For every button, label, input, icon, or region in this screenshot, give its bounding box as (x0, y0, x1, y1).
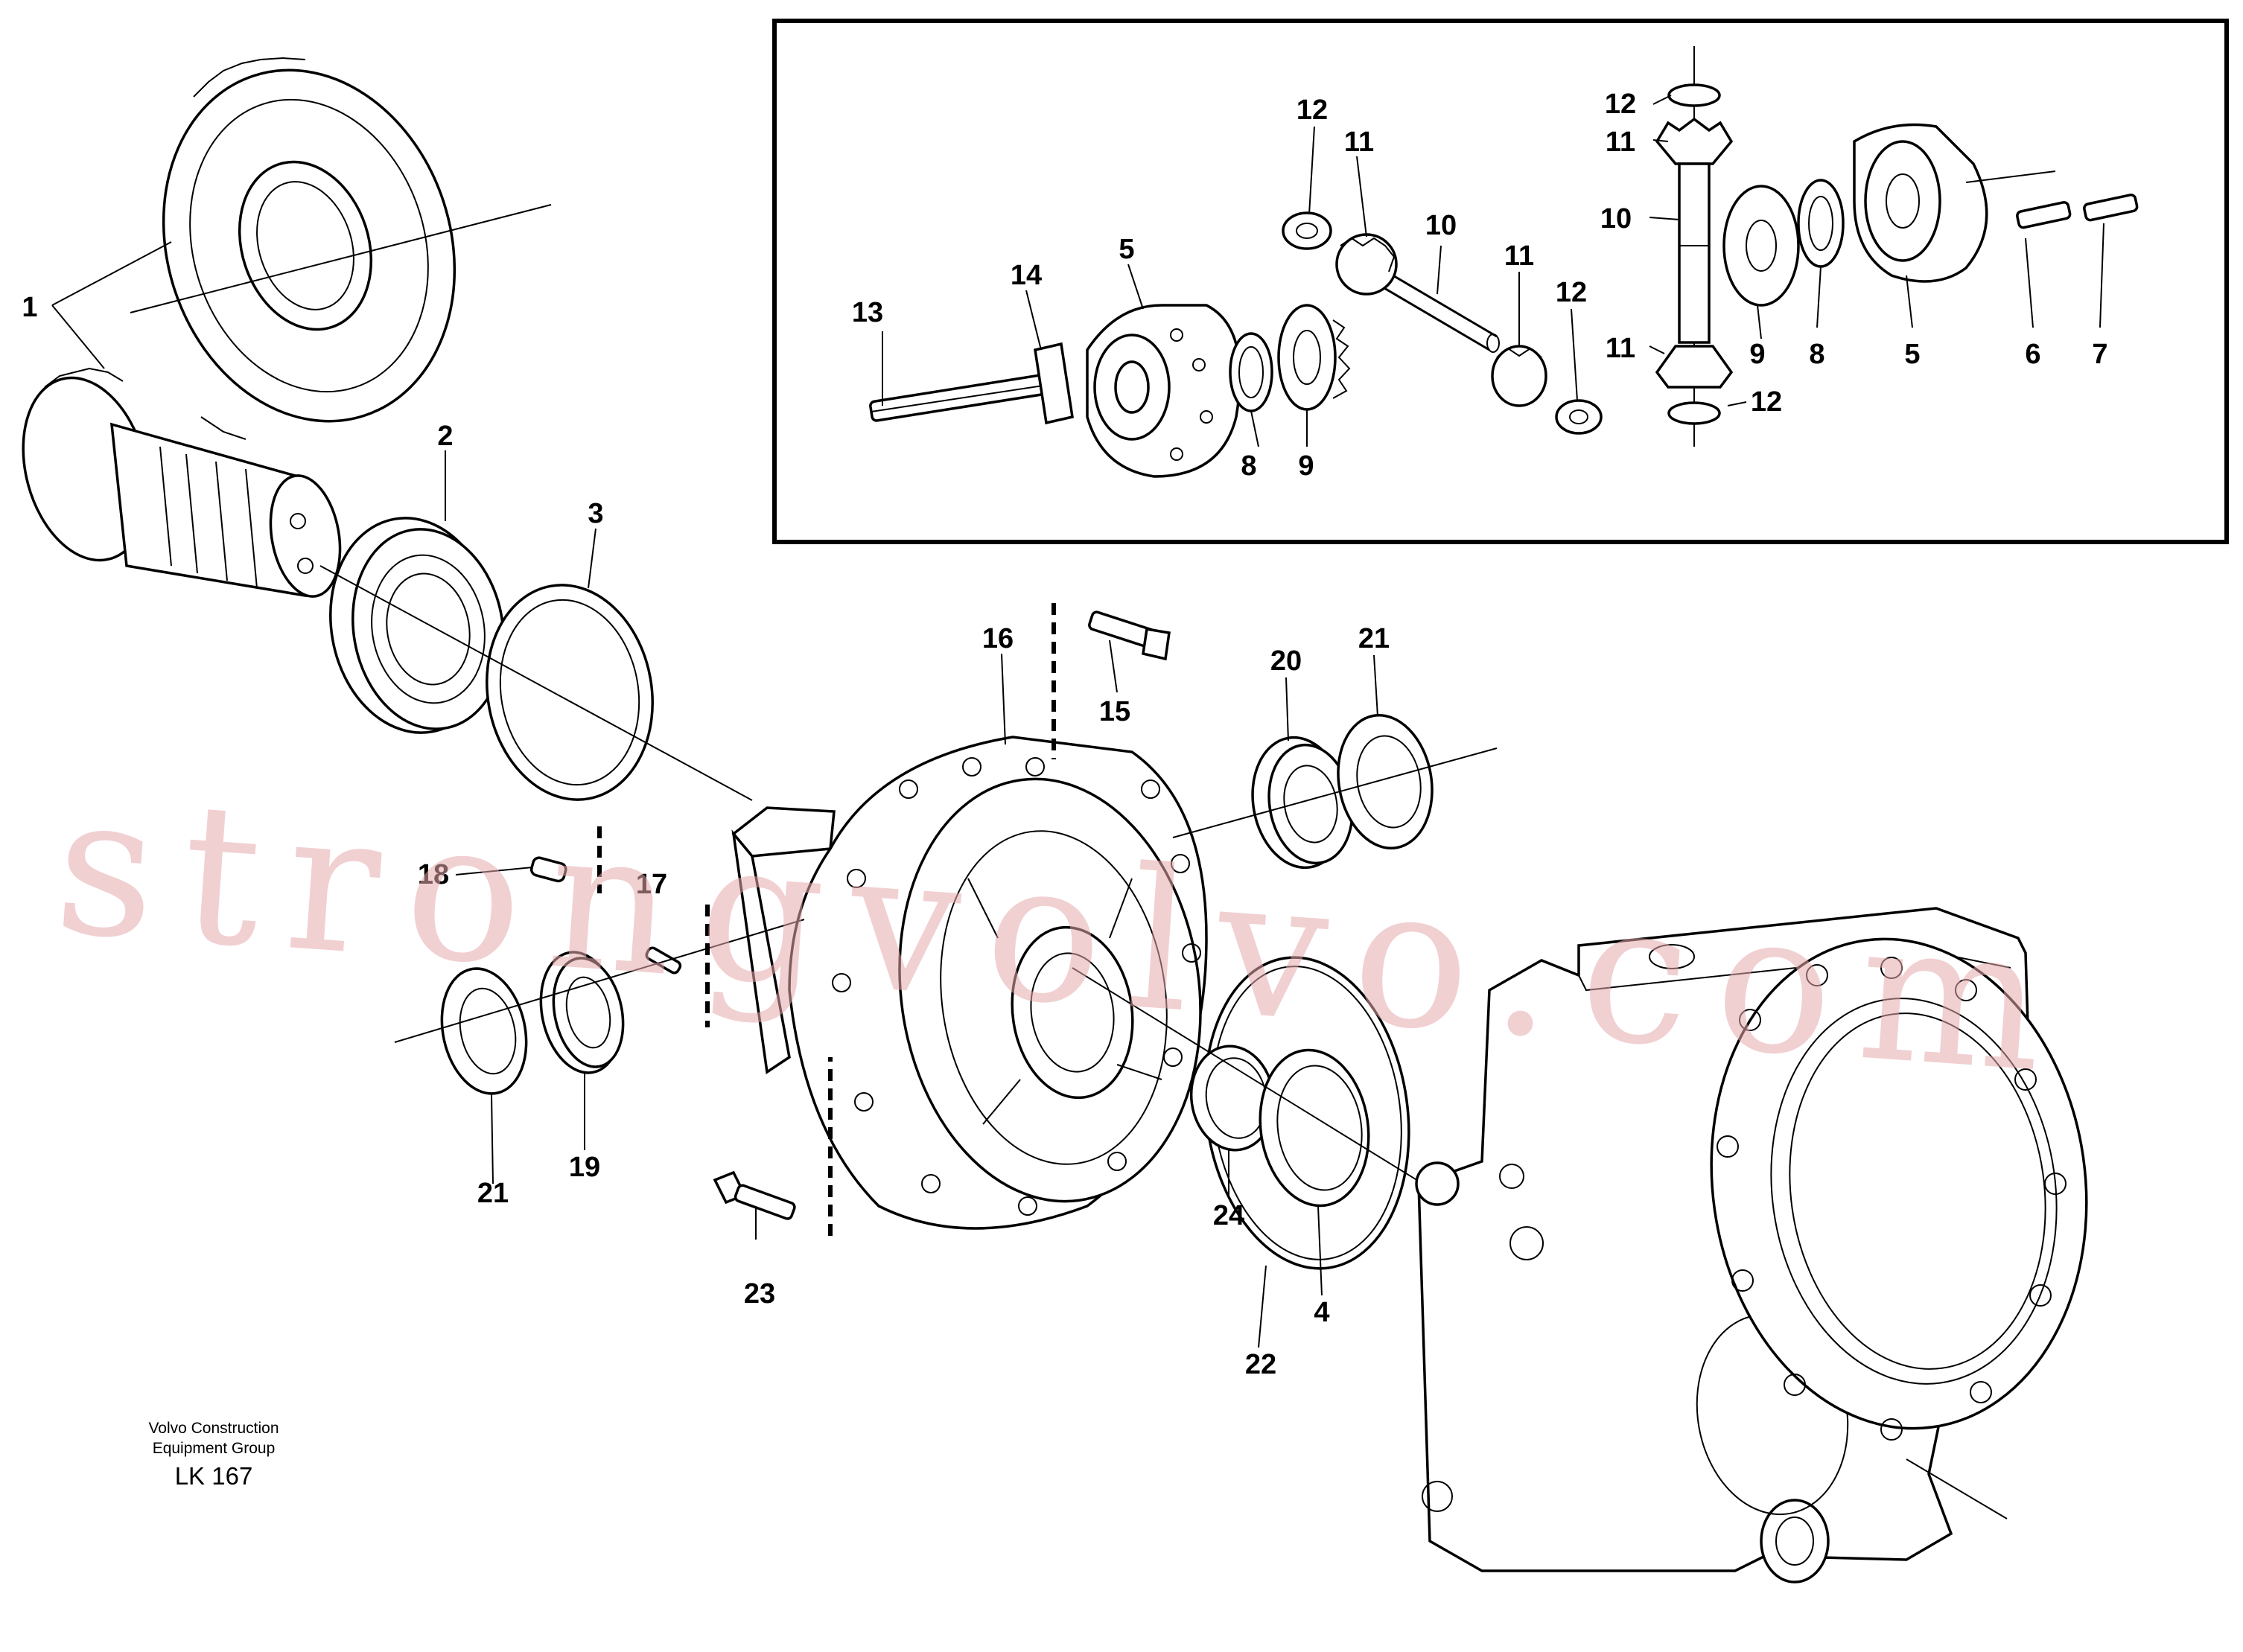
label-inset-12b: 12 (1556, 277, 1587, 308)
label-inset-11c: 11 (1606, 127, 1635, 158)
inset-thrust-washer-8a (1229, 332, 1273, 412)
bolt-23 (597, 826, 833, 1236)
label-22: 22 (1245, 1349, 1276, 1380)
inset-frame (772, 19, 2229, 544)
inset-thrust-washer-8b (1797, 179, 1845, 268)
label-inset-14: 14 (1011, 260, 1042, 291)
bearing-19 (539, 951, 625, 1074)
label-24: 24 (1213, 1200, 1244, 1231)
label-inset-7: 7 (2092, 339, 2107, 370)
label-inset-8b: 8 (1809, 339, 1824, 370)
seal-4 (1259, 1048, 1370, 1208)
nut-21-lower (440, 967, 528, 1095)
caption-line-2: Equipment Group (153, 1440, 276, 1457)
label-2: 2 (437, 421, 453, 452)
axis-line-center (1072, 967, 1442, 1196)
axle-housing (1415, 907, 2088, 1584)
axis-line-upper-right (1172, 747, 1498, 838)
label-inset-10a: 10 (1425, 210, 1457, 241)
axis-line-lower-left (394, 919, 805, 1043)
label-inset-9b: 9 (1749, 339, 1765, 370)
inset-vertical-stack (1655, 46, 1734, 447)
label-3: 3 (588, 498, 603, 529)
label-19: 19 (569, 1152, 600, 1183)
label-inset-8a: 8 (1241, 450, 1256, 482)
label-inset-5a: 5 (1119, 234, 1134, 265)
label-4: 4 (1314, 1297, 1329, 1328)
crown-wheel-1 (130, 57, 552, 440)
housing-cover-16 (731, 736, 1208, 1230)
inset-lock-plate-14 (1034, 342, 1074, 425)
label-inset-12d: 12 (1751, 386, 1782, 418)
label-20: 20 (1270, 645, 1302, 677)
pinion-gear-1 (22, 367, 342, 598)
label-inset-11b: 11 (1504, 240, 1534, 272)
label-1: 1 (22, 292, 37, 323)
label-inset-6: 6 (2025, 339, 2040, 370)
caption-line-1: Volvo Construction (148, 1420, 279, 1437)
label-inset-5b: 5 (1904, 339, 1920, 370)
inset-diff-case-half-left-5 (1086, 304, 1241, 478)
inset-thrust-washers-12 (1282, 211, 1603, 435)
inset-side-gear-9a (1277, 304, 1351, 411)
label-21-upper: 21 (1358, 623, 1390, 654)
label-inset-11a: 11 (1344, 127, 1374, 158)
label-inset-13: 13 (852, 297, 883, 328)
label-23: 23 (744, 1278, 775, 1310)
pin-18 (529, 856, 567, 883)
bearing-2 (329, 517, 505, 734)
label-inset-12a: 12 (1297, 95, 1328, 126)
main-leaders (51, 241, 1378, 1348)
inset-leaders (882, 95, 2104, 447)
label-inset-10b: 10 (1600, 203, 1632, 235)
label-16: 16 (982, 623, 1014, 654)
label-inset-9a: 9 (1298, 450, 1314, 482)
bolt-15 (1051, 603, 1171, 759)
label-inset-11d: 11 (1606, 333, 1635, 364)
label-18: 18 (418, 859, 449, 890)
label-15: 15 (1099, 696, 1130, 727)
inset-bolt-13 (869, 373, 1058, 422)
main-axis-line-1 (319, 565, 753, 801)
shim-ring-3 (486, 584, 654, 801)
inset-diff-case-half-right-5 (1853, 123, 2056, 283)
label-21-lower: 21 (477, 1178, 509, 1209)
pin-17 (645, 946, 682, 975)
drawing-code: LK 167 (175, 1462, 253, 1490)
label-inset-12c: 12 (1605, 89, 1636, 120)
inset-side-gear-9b (1722, 185, 1800, 307)
inset-pins-6-7 (2016, 194, 2139, 229)
label-17: 17 (636, 869, 667, 900)
